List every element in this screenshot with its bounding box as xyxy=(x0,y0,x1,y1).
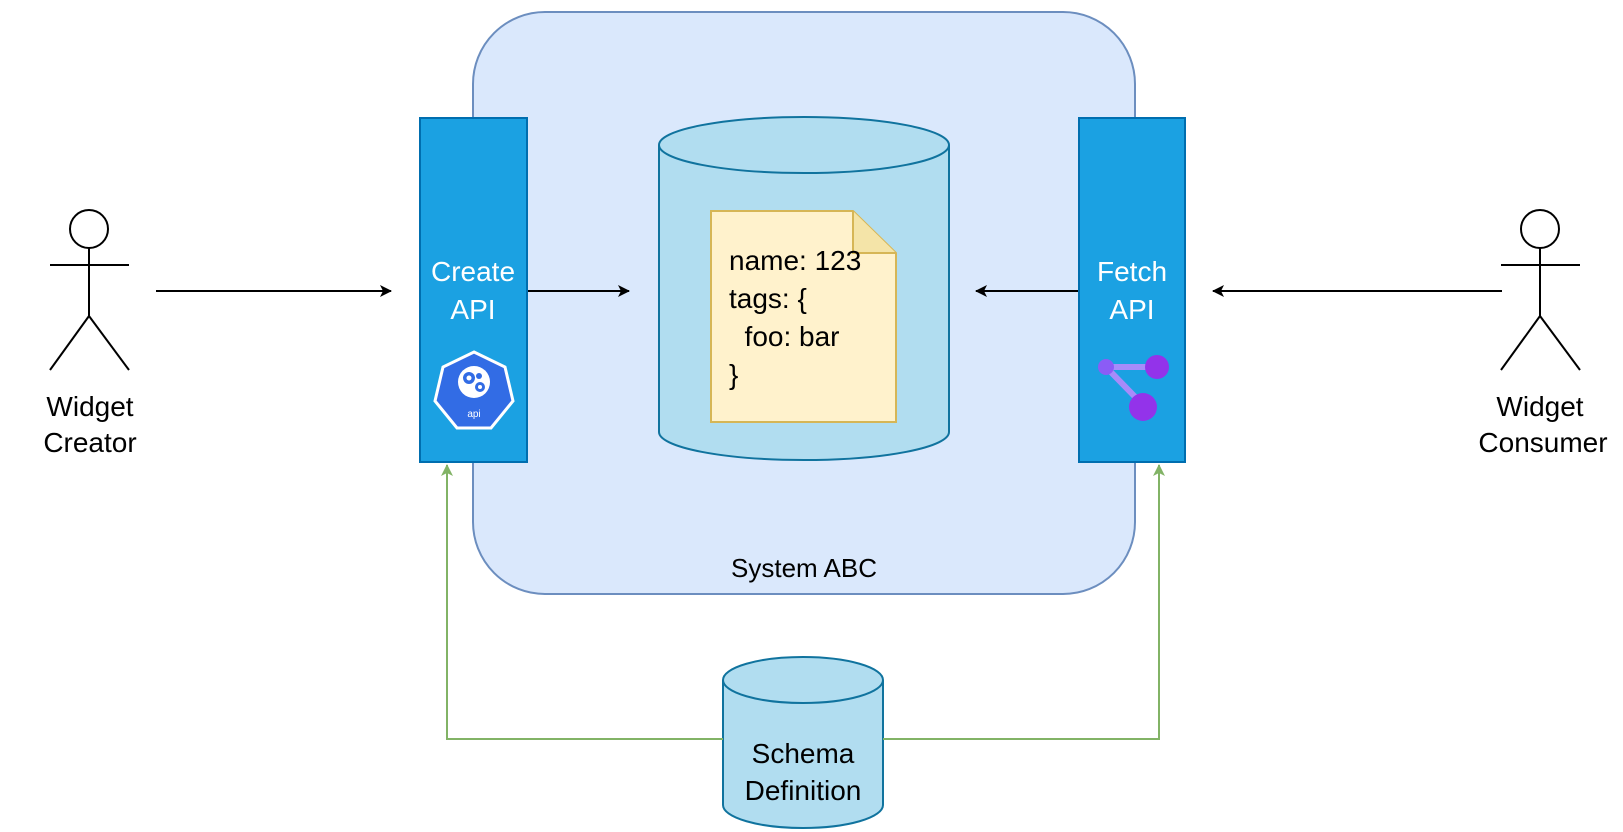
kubernetes-api-icon: api xyxy=(433,350,515,430)
widget-creator-label-line2: Creator xyxy=(43,427,136,458)
schema-definition-cylinder: Schema Definition xyxy=(722,656,884,829)
create-api-box: Create API api xyxy=(419,117,528,463)
widget-creator-actor: Widget Creator xyxy=(43,209,137,458)
doc-line-tags: tags: { xyxy=(729,283,807,314)
widget-consumer-actor: Widget Consumer xyxy=(1478,209,1608,458)
stick-figure-icon xyxy=(1500,209,1581,371)
create-api-icon-label: api xyxy=(467,409,480,420)
create-api-label-line2: API xyxy=(450,294,495,325)
schema-label-line1: Schema xyxy=(752,738,855,769)
widget-consumer-label-line2: Consumer xyxy=(1478,427,1607,458)
fetch-api-label-line2: API xyxy=(1109,294,1154,325)
doc-line-foo: foo: bar xyxy=(729,321,840,352)
doc-line-name: name: 123 xyxy=(729,245,861,276)
document-content: name: 123 tags: { foo: bar } xyxy=(0,0,916,390)
widget-creator-label-line1: Widget xyxy=(46,391,133,422)
document-note: name: 123 tags: { foo: bar } xyxy=(0,0,916,423)
fetch-api-box: Fetch API xyxy=(1078,117,1186,463)
arrow-schema-to-create-api xyxy=(441,464,723,740)
schema-label-line2: Definition xyxy=(745,775,862,806)
stick-figure-icon xyxy=(49,209,130,371)
create-api-label-line1: Create xyxy=(431,256,515,287)
doc-line-close: } xyxy=(729,359,738,390)
fetch-api-label-line1: Fetch xyxy=(1097,256,1167,287)
widget-consumer-label-line1: Widget xyxy=(1496,391,1583,422)
arrow-schema-to-fetch-api xyxy=(883,464,1165,740)
system-abc-label: System ABC xyxy=(731,553,877,583)
connection-graph-icon xyxy=(1098,355,1169,421)
